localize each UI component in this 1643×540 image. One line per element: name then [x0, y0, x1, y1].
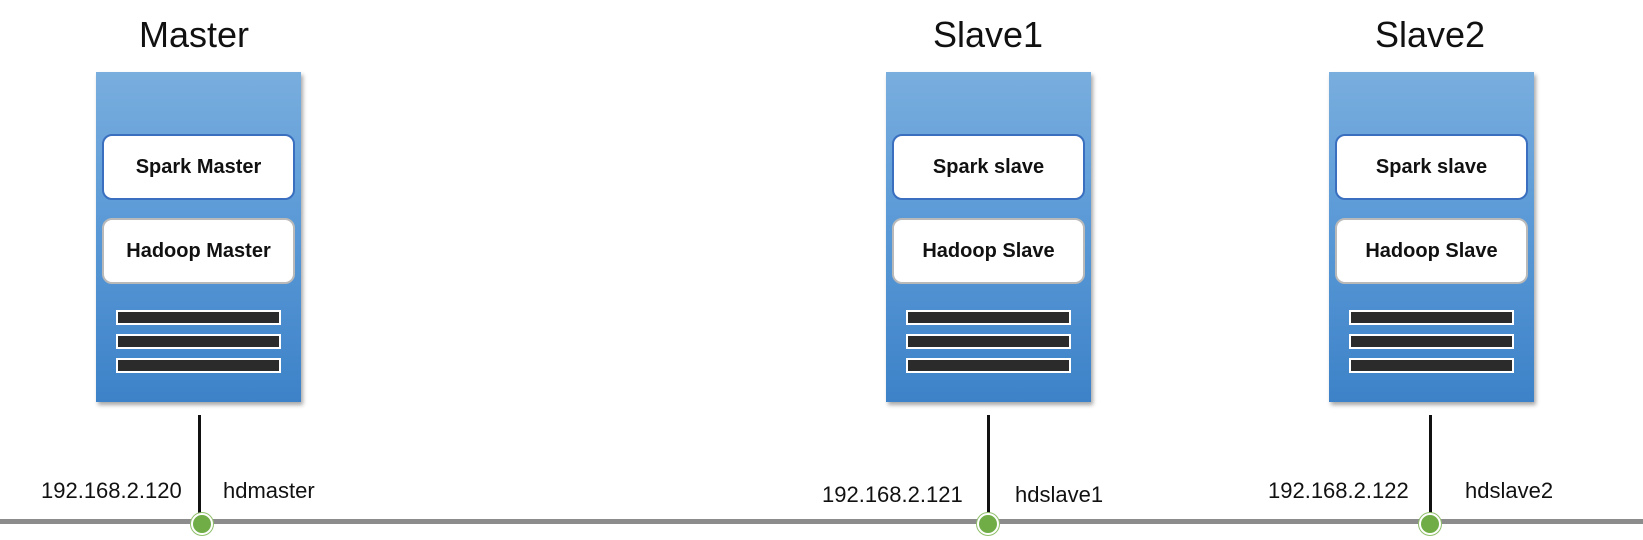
slave1-spark-service: Spark slave: [892, 134, 1085, 200]
server-slot-icon: [1349, 334, 1514, 349]
slave2-server: Spark slave Hadoop Slave: [1329, 72, 1534, 402]
server-slot-icon: [1349, 358, 1514, 373]
slave1-server: Spark slave Hadoop Slave: [886, 72, 1091, 402]
slave2-ip-label: 192.168.2.122: [1268, 478, 1409, 503]
slave1-connector-line: [987, 415, 990, 525]
server-slot-icon: [906, 310, 1071, 325]
slave1-hadoop-service: Hadoop Slave: [892, 218, 1085, 284]
slave1-ip-label: 192.168.2.121: [822, 482, 963, 507]
slave2-title: Slave2: [1374, 14, 1486, 55]
master-connector-line: [198, 415, 201, 525]
slave1-network-node-icon: [977, 513, 999, 535]
network-bus-line: [0, 519, 1643, 524]
slave1-title: Slave1: [932, 14, 1044, 55]
server-slot-icon: [116, 310, 281, 325]
master-ip-label: 192.168.2.120: [41, 478, 182, 503]
master-title: Master: [138, 14, 250, 55]
slave2-network-node-icon: [1419, 513, 1441, 535]
server-slot-icon: [906, 358, 1071, 373]
server-slot-icon: [116, 358, 281, 373]
slave2-hadoop-service: Hadoop Slave: [1335, 218, 1528, 284]
slave2-spark-service: Spark slave: [1335, 134, 1528, 200]
slave2-connector-line: [1429, 415, 1432, 525]
master-spark-service: Spark Master: [102, 134, 295, 200]
master-network-node-icon: [191, 513, 213, 535]
slave2-hostname-label: hdslave2: [1465, 478, 1554, 503]
server-slot-icon: [116, 334, 281, 349]
slave1-hostname-label: hdslave1: [1015, 482, 1104, 507]
master-hostname-label: hdmaster: [223, 478, 315, 503]
server-slot-icon: [1349, 310, 1514, 325]
master-hadoop-service: Hadoop Master: [102, 218, 295, 284]
master-server: Spark Master Hadoop Master: [96, 72, 301, 402]
server-slot-icon: [906, 334, 1071, 349]
